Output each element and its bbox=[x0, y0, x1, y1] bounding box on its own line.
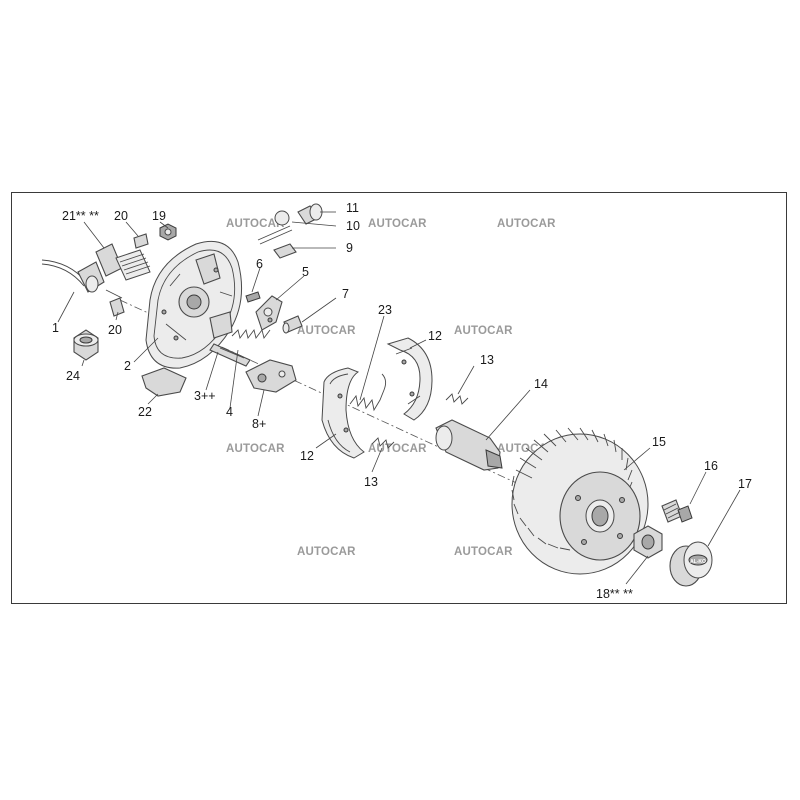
part-14-stub-axle bbox=[435, 419, 503, 471]
callout-16: 16 bbox=[704, 459, 718, 473]
callout-12-upper: 12 bbox=[428, 329, 442, 343]
callout-19: 19 bbox=[152, 209, 166, 223]
part-15-brake-drum bbox=[511, 427, 649, 575]
callout-13-lower: 13 bbox=[364, 475, 378, 489]
callout-6: 6 bbox=[256, 257, 263, 271]
callout-18: 18** ** bbox=[596, 587, 633, 601]
part-19-nut bbox=[159, 223, 177, 241]
callout-12-lower: 12 bbox=[300, 449, 314, 463]
callout-15: 15 bbox=[652, 435, 666, 449]
watermark: AUTOCAR bbox=[454, 546, 513, 558]
watermark: AUTOCAR bbox=[368, 443, 427, 455]
callout-10: 10 bbox=[346, 219, 360, 233]
callout-3: 3++ bbox=[194, 389, 216, 403]
part-18-axle-nut bbox=[633, 525, 663, 559]
callout-23: 23 bbox=[378, 303, 392, 317]
part-17-hub-cap: AL-KO bbox=[669, 541, 713, 587]
callout-14: 14 bbox=[534, 377, 548, 391]
callout-8: 8+ bbox=[252, 417, 266, 431]
part-13-spring-upper bbox=[445, 393, 469, 405]
part-22-bracket bbox=[141, 367, 187, 397]
watermark: AUTOCAR bbox=[297, 546, 356, 558]
callout-24: 24 bbox=[66, 369, 80, 383]
part-5-expander-lever bbox=[255, 295, 283, 331]
part-8-expander bbox=[245, 359, 297, 393]
part-9-10-11-cable-assembly bbox=[257, 203, 323, 259]
callout-21: 21** ** bbox=[62, 209, 99, 223]
callout-13-upper: 13 bbox=[480, 353, 494, 367]
part-20-clip-lower bbox=[109, 297, 125, 317]
callout-11: 11 bbox=[346, 201, 359, 215]
callout-9: 9 bbox=[346, 241, 353, 255]
leader-lines bbox=[57, 211, 741, 585]
callout-22: 22 bbox=[138, 405, 152, 419]
watermark: AUTOCAR bbox=[368, 218, 427, 230]
callout-1: 1 bbox=[52, 321, 59, 335]
part-2-back-plate bbox=[145, 240, 243, 369]
watermark: AUTOCAR bbox=[297, 325, 356, 337]
callout-4: 4 bbox=[226, 405, 233, 419]
watermark: AUTOCAR bbox=[454, 325, 513, 337]
part-3-lever bbox=[209, 343, 251, 367]
part-4-spring bbox=[231, 328, 271, 340]
watermark: AUTOCAR bbox=[226, 218, 285, 230]
hub-cap-logo: AL-KO bbox=[690, 559, 706, 565]
part-12-brake-shoe-upper bbox=[386, 337, 433, 421]
part-24-bushing bbox=[73, 329, 99, 361]
callout-5: 5 bbox=[302, 265, 309, 279]
part-23-return-spring bbox=[349, 373, 387, 412]
callout-7: 7 bbox=[342, 287, 349, 301]
callout-20-upper: 20 bbox=[114, 209, 128, 223]
part-12-brake-shoe-lower bbox=[321, 367, 365, 459]
part-21-cable-adjuster bbox=[95, 243, 151, 281]
part-13-spring-lower bbox=[371, 437, 395, 449]
part-16-wheel-bolt bbox=[661, 499, 693, 523]
part-7-pin bbox=[282, 315, 303, 334]
part-6-pin bbox=[245, 291, 261, 303]
part-20-clip-upper bbox=[133, 233, 149, 249]
watermark: AUTOCAR bbox=[226, 443, 285, 455]
part-1-brake-cable bbox=[41, 259, 123, 299]
callout-20-lower: 20 bbox=[108, 323, 122, 337]
callout-labels: 1 2 3++ 4 5 6 7 8+ 9 10 11 12 12 13 13 1… bbox=[52, 201, 752, 601]
callout-2: 2 bbox=[124, 359, 131, 373]
callout-17: 17 bbox=[738, 477, 752, 491]
watermark: AUTOCAR bbox=[497, 218, 556, 230]
